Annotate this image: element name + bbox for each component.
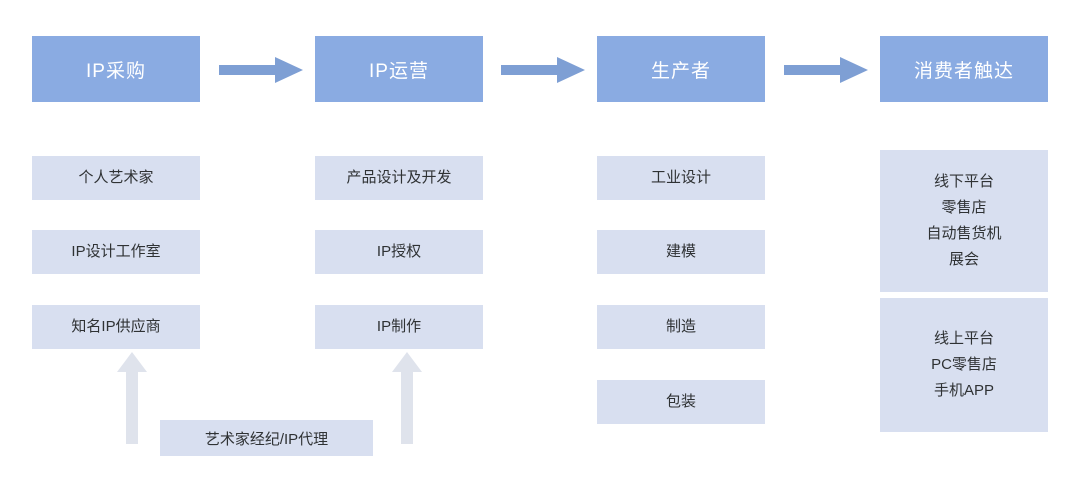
stage-label: IP运营 — [369, 60, 429, 82]
item-label: 产品设计及开发 — [346, 169, 452, 186]
item-label: 建模 — [665, 243, 696, 260]
item-box-famous-ip-supplier[interactable]: 知名IP供应商 — [32, 305, 200, 349]
item-box-modeling[interactable]: 建模 — [597, 230, 765, 274]
arrow-right-icon-stage2-stage3 — [501, 55, 585, 85]
feedback-arrow-left-up-icon — [115, 352, 149, 444]
item-label: 自动售货机 — [926, 225, 1002, 242]
stage-box-ip-procurement[interactable]: IP采购 — [32, 36, 200, 102]
item-label: PC零售店 — [931, 356, 997, 373]
item-box-product-design-development[interactable]: 产品设计及开发 — [315, 156, 483, 200]
item-label: 工业设计 — [650, 169, 711, 186]
item-box-ip-production[interactable]: IP制作 — [315, 305, 483, 349]
feedback-arrow-right-up-icon — [390, 352, 424, 444]
item-label: 手机APP — [933, 382, 994, 399]
item-box-ip-licensing[interactable]: IP授权 — [315, 230, 483, 274]
feedback-label: 艺术家经纪/IP代理 — [204, 430, 329, 448]
item-label: IP授权 — [376, 243, 422, 260]
arrow-right-icon-stage3-stage4 — [784, 55, 868, 85]
item-box-online-channels[interactable]: 线上平台 PC零售店 手机APP — [880, 298, 1048, 432]
item-label: 线下平台 — [933, 173, 994, 190]
item-label: 零售店 — [941, 199, 987, 216]
feedback-box-artist-agency[interactable]: 艺术家经纪/IP代理 — [160, 420, 373, 456]
stage-box-consumer-reach[interactable]: 消费者触达 — [880, 36, 1048, 102]
item-label: IP制作 — [376, 318, 422, 335]
item-box-packaging[interactable]: 包装 — [597, 380, 765, 424]
stage-box-producer[interactable]: 生产者 — [597, 36, 765, 102]
item-label: 制造 — [665, 318, 696, 335]
item-label: 个人艺术家 — [78, 169, 154, 186]
item-label: 包装 — [665, 393, 696, 410]
arrow-right-icon-stage1-stage2 — [219, 55, 303, 85]
stage-box-ip-operation[interactable]: IP运营 — [315, 36, 483, 102]
item-label: 展会 — [948, 251, 979, 268]
item-box-industrial-design[interactable]: 工业设计 — [597, 156, 765, 200]
item-box-offline-channels[interactable]: 线下平台 零售店 自动售货机 展会 — [880, 150, 1048, 292]
item-box-manufacturing[interactable]: 制造 — [597, 305, 765, 349]
stage-label: IP采购 — [86, 60, 146, 82]
item-label: IP设计工作室 — [71, 243, 161, 260]
item-label: 知名IP供应商 — [71, 318, 161, 335]
stage-label: 消费者触达 — [913, 60, 1014, 82]
item-box-ip-design-studio[interactable]: IP设计工作室 — [32, 230, 200, 274]
stage-label: 生产者 — [650, 60, 711, 82]
item-box-individual-artist[interactable]: 个人艺术家 — [32, 156, 200, 200]
item-label: 线上平台 — [933, 330, 994, 347]
